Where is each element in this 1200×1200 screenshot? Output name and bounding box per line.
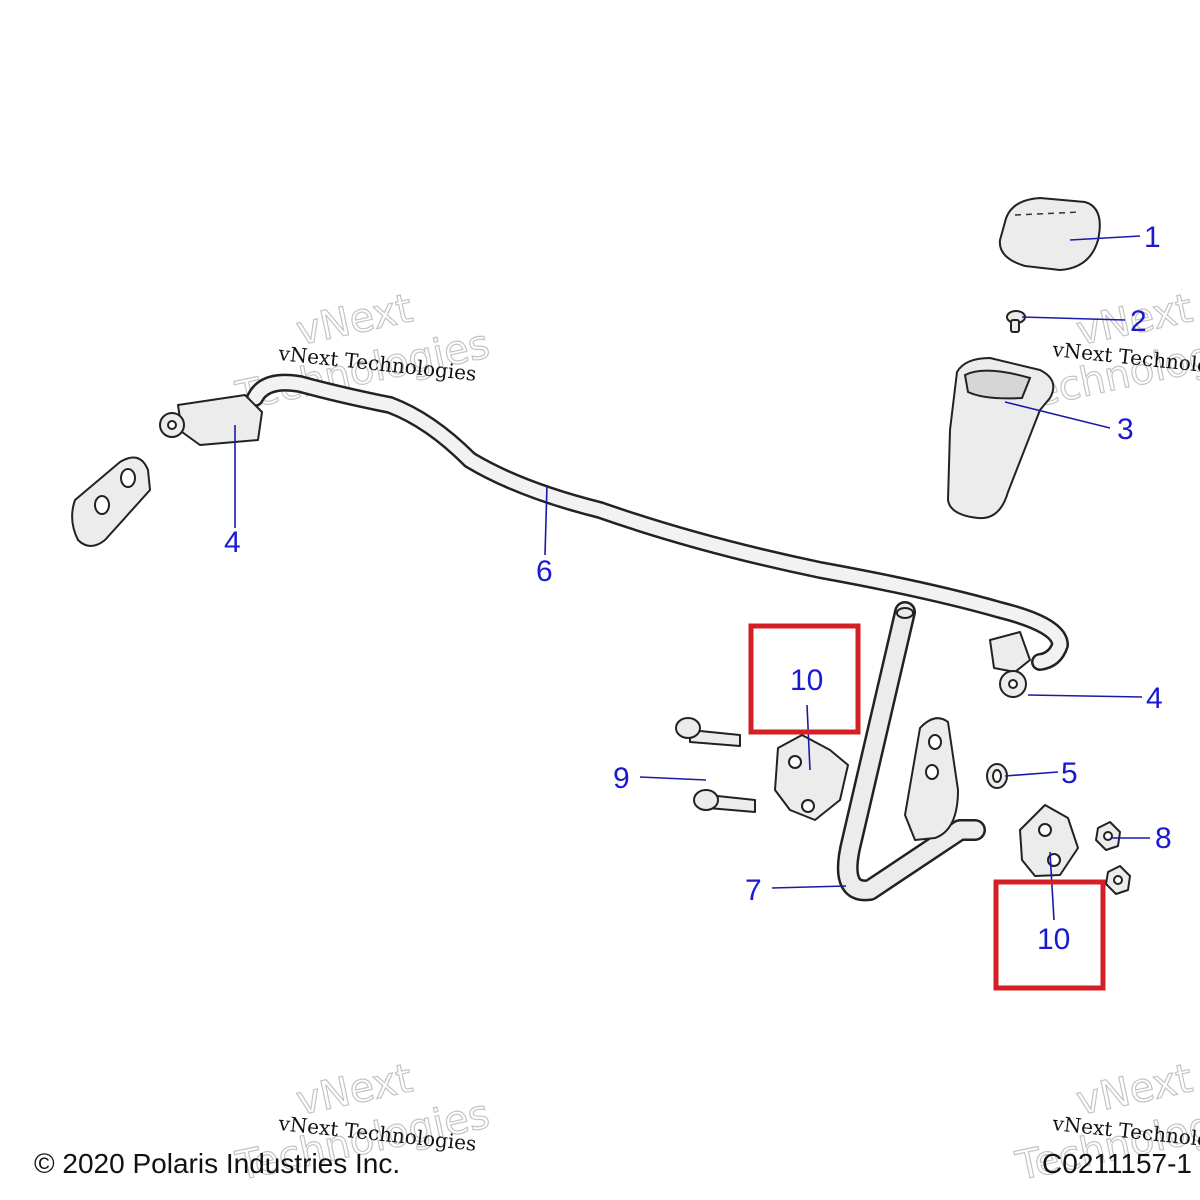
leader-line-7 [771, 885, 847, 889]
leader-line-1 [1069, 235, 1141, 241]
leader-line-2 [1021, 316, 1126, 321]
part-nut [1095, 821, 1121, 851]
part-rod-end-right [989, 631, 1031, 698]
callout-3: 3 [1117, 413, 1134, 446]
callout-4-right: 4 [1146, 682, 1163, 715]
leader-line-10-left [806, 704, 811, 771]
part-bolt [675, 717, 741, 747]
figure-code: C0211157-1 [1042, 1148, 1192, 1179]
highlight-box-right [993, 879, 1106, 991]
callout-6: 6 [536, 555, 553, 588]
part-pivot-bracket-left [774, 734, 849, 821]
part-bolt [693, 789, 756, 813]
highlight-box-left [748, 623, 861, 735]
callout-5: 5 [1061, 757, 1078, 790]
part-screw [1006, 310, 1026, 333]
leader-line-9 [639, 776, 707, 781]
part-nut [1105, 865, 1131, 895]
callout-9: 9 [613, 762, 630, 795]
part-pivot-bracket-right [1019, 804, 1079, 877]
callout-10-left: 10 [790, 664, 823, 697]
leader-line-5 [1004, 771, 1059, 777]
callouts: 1 2 3 4 4 5 6 7 8 9 10 10 [224, 221, 1172, 956]
callout-2: 2 [1130, 305, 1147, 338]
callout-1: 1 [1144, 221, 1161, 254]
leader-line-6 [544, 484, 548, 556]
part-washer [986, 763, 1008, 789]
part-shift-knob-cap [998, 197, 1101, 271]
leader-lines [234, 235, 1150, 921]
callout-8: 8 [1155, 822, 1172, 855]
part-shift-lever [836, 601, 986, 902]
leader-line-4-right [1027, 694, 1143, 698]
callout-10-right: 10 [1037, 923, 1070, 956]
leader-line-3 [1004, 401, 1111, 429]
copyright-text: © 2020 Polaris Industries Inc. [34, 1148, 401, 1179]
part-bushing-plate [71, 456, 151, 547]
part-shift-knob-boot [947, 357, 1055, 520]
callout-7: 7 [745, 874, 762, 907]
part-rod-end-left [159, 394, 263, 446]
callout-4-left: 4 [224, 526, 241, 559]
leader-line-10-right [1049, 851, 1055, 921]
part-shift-rod [246, 373, 1069, 671]
